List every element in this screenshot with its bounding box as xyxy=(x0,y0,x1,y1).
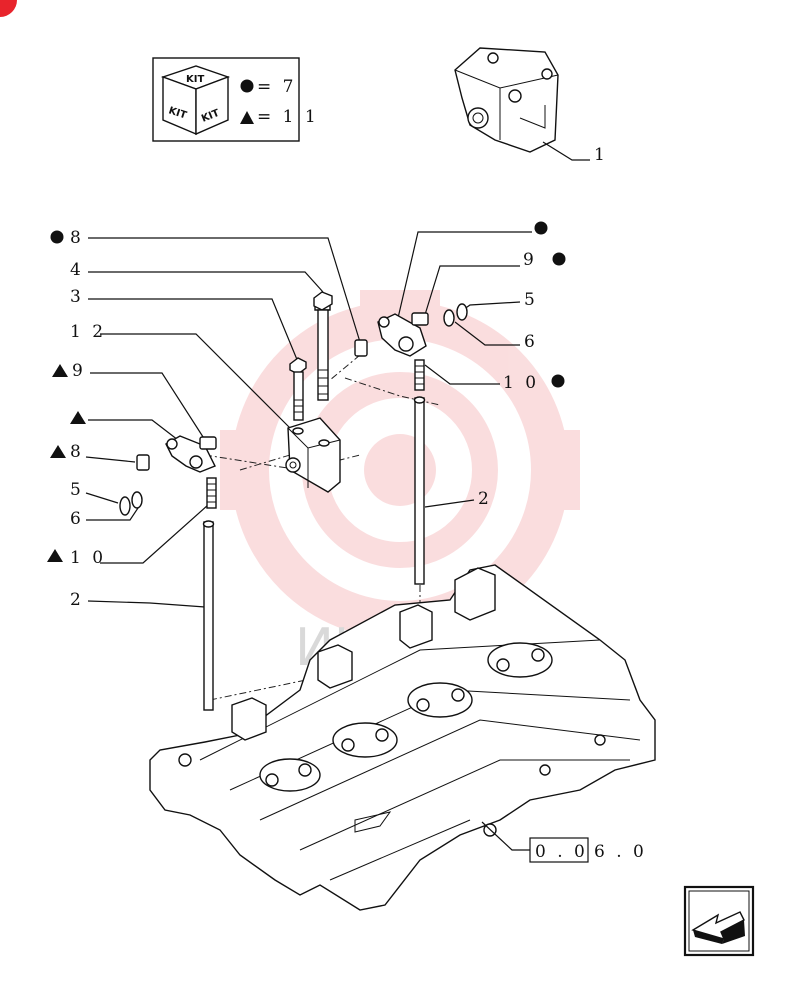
callout-8-circle: 8 xyxy=(70,228,84,248)
right-pushrod xyxy=(413,396,426,585)
kit-box-icon: KIT KIT KIT xyxy=(160,65,231,136)
filled-circle-marker xyxy=(534,221,548,235)
callout-12: 1 2 xyxy=(70,322,106,342)
filled-triangle-marker xyxy=(50,445,66,458)
callout-10-circle: 1 0 xyxy=(503,373,539,393)
reference-suffix-text: 6 . 0 xyxy=(594,842,647,862)
filled-circle-marker xyxy=(50,230,64,244)
callout-9-triangle: 9 xyxy=(72,361,86,381)
filled-triangle-marker xyxy=(52,364,68,377)
kit-triangle-count: = 1 1 xyxy=(257,107,319,127)
reference-callout[interactable]: 0 . 0 6 . 0 xyxy=(481,821,647,863)
filled-triangle-marker xyxy=(47,549,63,562)
left-rocker-group xyxy=(119,435,217,516)
red-corner-dot xyxy=(0,0,17,17)
callout-4: 4 xyxy=(70,260,84,280)
filled-circle-marker xyxy=(551,374,565,388)
right-rocker-group xyxy=(354,303,468,391)
filled-triangle-marker xyxy=(240,111,254,124)
cylinder-head xyxy=(149,564,656,911)
rocker-assembly-thumbnail: 1 xyxy=(454,47,608,165)
callout-1: 1 xyxy=(594,145,608,165)
callout-9-circle: 9 xyxy=(523,250,537,270)
left-pushrod xyxy=(202,520,215,711)
kit-left-label: KIT xyxy=(167,105,188,121)
support-block-and-bolts xyxy=(285,291,341,493)
filled-triangle-marker xyxy=(70,411,86,424)
callout-6-left: 6 xyxy=(70,509,84,529)
left-callouts: 8 4 3 1 2 9 8 5 6 1 0 2 xyxy=(47,228,361,610)
callout-2-left: 2 xyxy=(70,590,84,610)
kit-circle-count: = 7 xyxy=(257,77,296,97)
reference-box[interactable] xyxy=(529,837,589,863)
callout-2-right: 2 xyxy=(478,489,492,509)
filled-circle-marker xyxy=(552,252,566,266)
callout-10-triangle: 1 0 xyxy=(70,548,106,568)
reference-boxed-text: 0 . 0 xyxy=(535,842,588,862)
callout-8-triangle: 8 xyxy=(70,442,84,462)
kit-top-label: KIT xyxy=(186,74,204,85)
kit-legend: KIT KIT KIT = 7 = 1 1 xyxy=(152,57,319,142)
filled-circle-marker xyxy=(240,79,254,93)
callout-5-right: 5 xyxy=(524,290,538,310)
callout-6-right: 6 xyxy=(524,332,538,352)
right-callouts: 9 5 6 1 0 2 xyxy=(397,221,566,509)
back-arrow-icon[interactable] xyxy=(683,885,755,957)
callout-5-left: 5 xyxy=(70,480,84,500)
callout-3: 3 xyxy=(70,287,84,307)
